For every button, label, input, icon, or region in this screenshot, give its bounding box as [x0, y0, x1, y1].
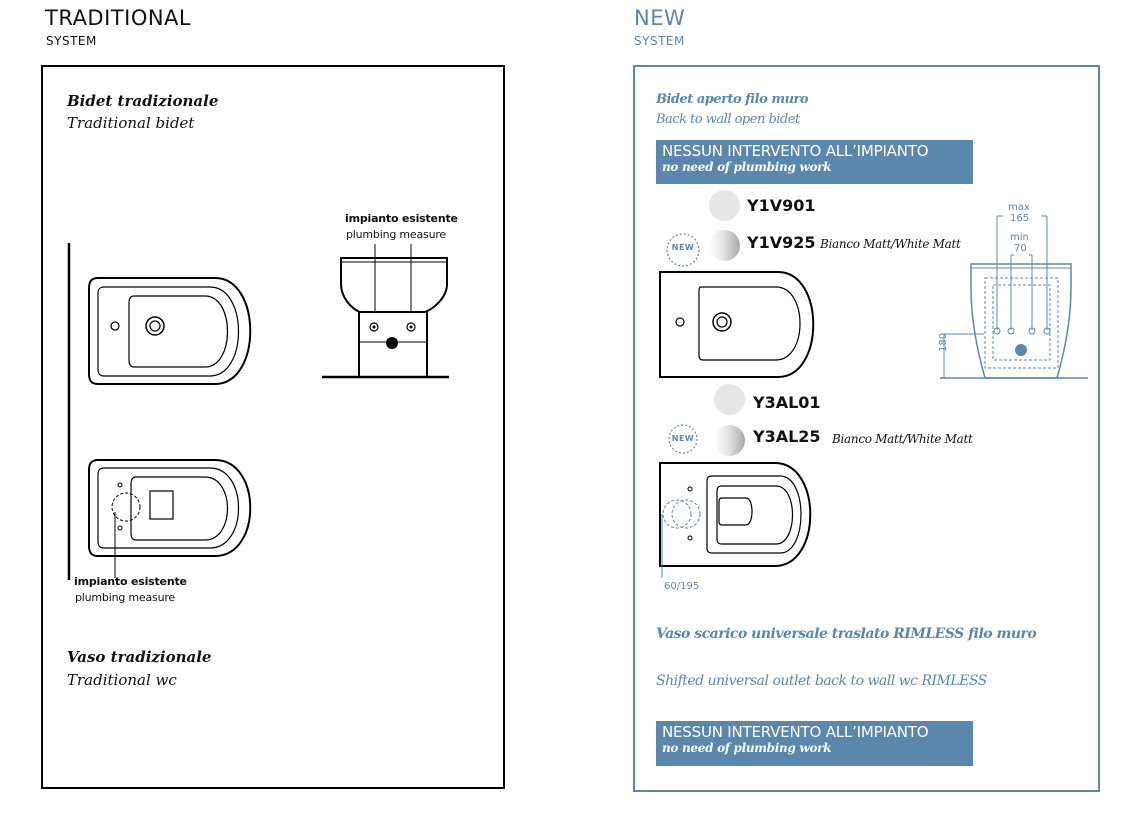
new-badge-icon [668, 424, 698, 454]
new-bidet-subtitle: Back to wall open bidet [656, 112, 800, 127]
traditional-bidet-subtitle: Traditional bidet [67, 114, 195, 132]
traditional-plumbing-label-bottom-it: impianto esistente [74, 575, 187, 588]
product-finish: Bianco Matt/White Matt [832, 432, 973, 446]
traditional-plumbing-label-top-it: impianto esistente [345, 212, 458, 225]
traditional-subtitle: SYSTEM [46, 34, 97, 48]
product-code: Y1V901 [747, 196, 816, 215]
new-badge-text: NEW [671, 434, 695, 443]
product-finish: Bianco Matt/White Matt [820, 237, 961, 251]
new-wc-title: Vaso scarico universale traslato RIMLESS… [656, 626, 1037, 642]
product-code: Y3AL25 [753, 427, 821, 446]
banner-top-line2: no need of plumbing work [662, 160, 832, 174]
traditional-plumbing-label-top-en: plumbing measure [346, 228, 446, 241]
banner-top-line1: NESSUN INTERVENTO ALL’IMPIANTO [662, 142, 929, 160]
traditional-panel [41, 65, 505, 789]
new-badge-text: NEW [671, 243, 695, 252]
banner-bottom-line2: no need of plumbing work [662, 741, 832, 755]
new-bidet-title: Bidet aperto filo muro [656, 92, 809, 107]
color-swatch-white [709, 190, 740, 221]
product-code: Y3AL01 [753, 393, 821, 412]
no-plumbing-banner-bottom: NESSUN INTERVENTO ALL’IMPIANTO no need o… [656, 721, 973, 766]
color-swatch-matt [714, 425, 745, 456]
traditional-plumbing-label-bottom-en: plumbing measure [75, 591, 175, 604]
color-swatch-white [714, 384, 745, 415]
traditional-title: TRADITIONAL [45, 6, 192, 30]
new-panel [633, 65, 1100, 792]
traditional-wc-subtitle: Traditional wc [67, 671, 177, 689]
dimension-max-value: 165 [1010, 213, 1030, 224]
color-swatch-matt [709, 230, 740, 261]
no-plumbing-banner-top: NESSUN INTERVENTO ALL’IMPIANTO no need o… [656, 140, 973, 184]
dimension-min-label: min [1010, 232, 1029, 243]
banner-bottom-line1: NESSUN INTERVENTO ALL’IMPIANTO [662, 723, 929, 741]
new-wc-subtitle: Shifted universal outlet back to wall wc… [656, 673, 987, 689]
dimension-max-label: max [1008, 202, 1030, 213]
traditional-wc-title: Vaso tradizionale [67, 648, 212, 666]
dimension-offset: 60/195 [664, 581, 700, 592]
product-code: Y1V925 [747, 233, 816, 252]
new-badge-icon [666, 233, 700, 267]
new-subtitle: SYSTEM [634, 34, 685, 48]
new-title: NEW [634, 6, 686, 30]
dimension-min-value: 70 [1014, 243, 1027, 254]
traditional-bidet-title: Bidet tradizionale [67, 92, 219, 110]
